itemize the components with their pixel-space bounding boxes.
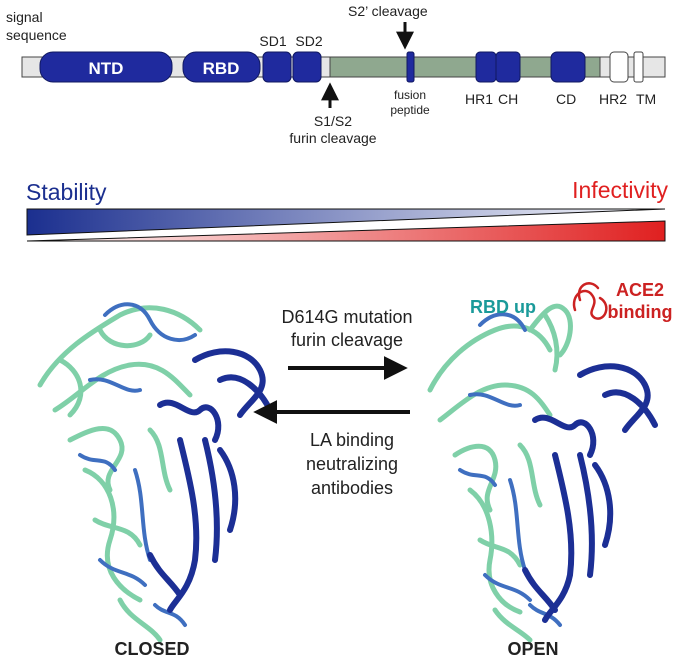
reverse-label-line1: LA binding [310, 430, 394, 450]
fusion-peptide-domain [406, 51, 415, 83]
s1s2-label-line2: furin cleavage [289, 130, 376, 146]
sd1-label: SD1 [259, 33, 286, 49]
transitions: D614G mutation furin cleavage LA binding… [253, 307, 413, 498]
ntd-domain [39, 51, 173, 83]
rbd-up-label: RBD up [470, 297, 536, 317]
forward-label-line2: furin cleavage [291, 330, 403, 350]
sd2-domain [292, 51, 322, 83]
closed-protein-green [37, 305, 203, 643]
hr2-label: HR2 [599, 91, 627, 107]
ntd-label: NTD [89, 59, 124, 78]
signal-sequence-label-line2: sequence [6, 27, 67, 43]
reverse-label-line3: antibodies [311, 478, 393, 498]
open-structure: RBD up ACE2 binding [427, 280, 673, 643]
gradient-panel: Stability Infectivity [26, 177, 668, 242]
hr2-domain [609, 51, 629, 83]
fusion-peptide-label-line2: peptide [390, 103, 430, 117]
closed-label: CLOSED [114, 639, 189, 659]
infectivity-label: Infectivity [572, 177, 668, 203]
tm-label: TM [636, 91, 656, 107]
open-protein-green [427, 303, 573, 643]
sd2-label: SD2 [295, 33, 322, 49]
cd-domain [550, 51, 586, 83]
s1s2-label-line1: S1/S2 [314, 113, 352, 129]
ace2-label-line2: binding [608, 302, 673, 322]
signal-sequence-label-line1: signal [6, 9, 43, 25]
open-label: OPEN [507, 639, 558, 659]
hr1-domain [475, 51, 497, 83]
forward-label-line1: D614G mutation [281, 307, 412, 327]
ch-domain [495, 51, 521, 83]
stability-label: Stability [26, 179, 107, 205]
rbd-domain [182, 51, 261, 83]
tm-domain [633, 51, 644, 83]
reverse-label-line2: neutralizing [306, 454, 398, 474]
hr1-label: HR1 [465, 91, 493, 107]
ch-label: CH [498, 91, 518, 107]
open-protein-blue [522, 363, 658, 623]
s2-prime-cleavage-label: S2’ cleavage [348, 3, 428, 19]
rbd-label: RBD [203, 59, 240, 78]
closed-protein-mid [78, 302, 197, 627]
open-protein-mid [458, 312, 562, 627]
cd-label: CD [556, 91, 576, 107]
ace2-label-line1: ACE2 [616, 280, 664, 300]
infectivity-wedge [26, 220, 666, 242]
domain-map: NTD RBD SD1 SD2 signal sequence S2’ clea… [6, 3, 666, 146]
ace2-binding-loop [572, 282, 608, 320]
closed-structure [37, 302, 273, 643]
sd1-domain [262, 51, 292, 83]
stability-wedge [26, 208, 666, 236]
fusion-peptide-label-line1: fusion [394, 88, 426, 102]
